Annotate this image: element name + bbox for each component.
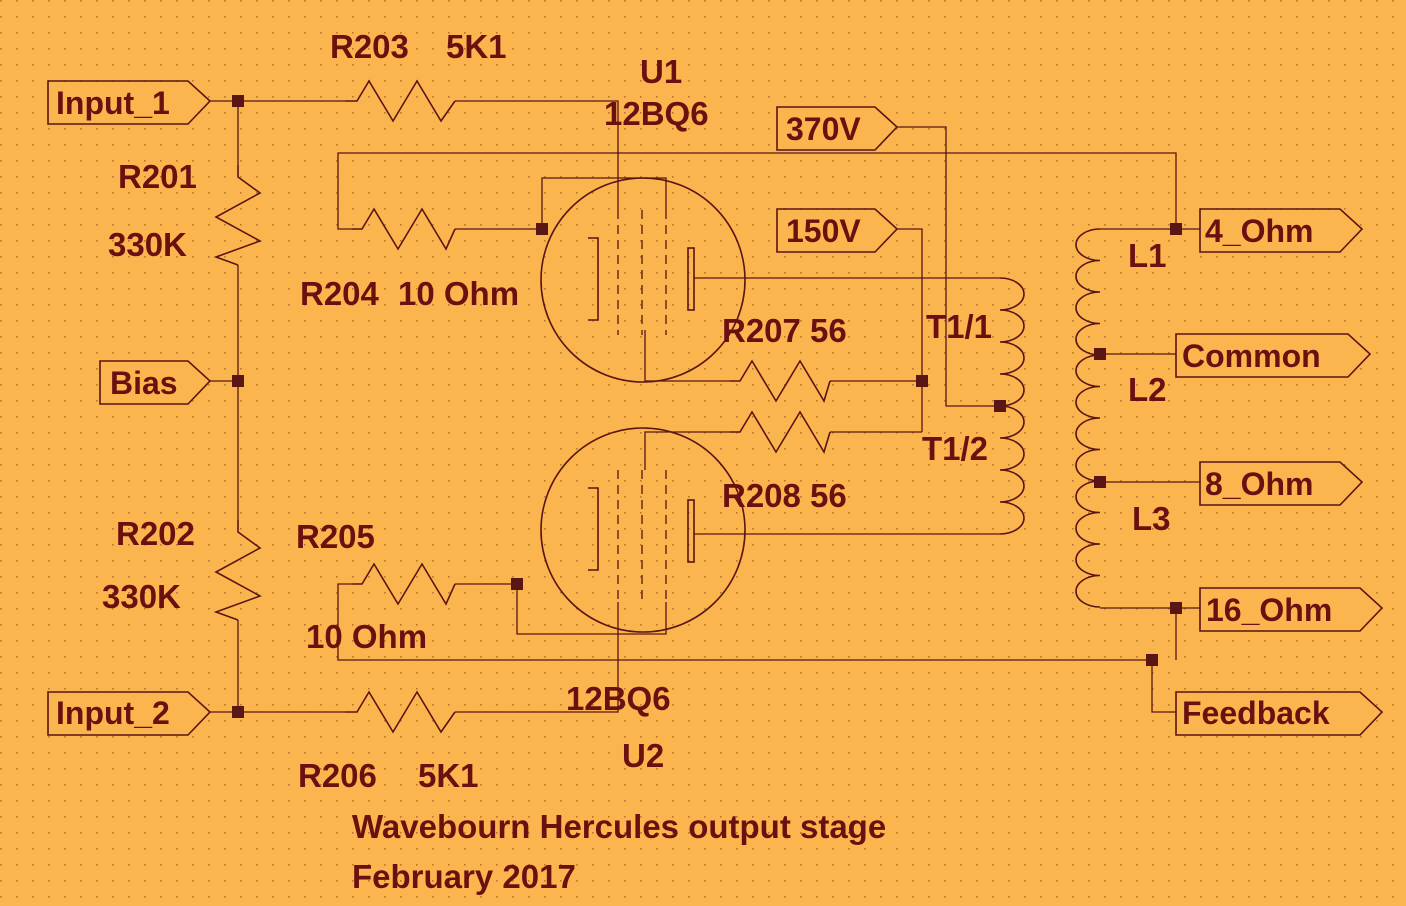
tube-u2: [540, 427, 746, 633]
r201-ref: R201: [118, 158, 197, 195]
resistor-r204: [352, 207, 456, 251]
transformer-secondary: [1075, 228, 1101, 608]
junctions: [232, 95, 1182, 718]
port-input-2-label: Input_2: [56, 695, 170, 731]
r202-ref: R202: [116, 515, 195, 552]
u2-type: 12BQ6: [566, 680, 671, 717]
r204-ref: R204: [300, 275, 380, 312]
port-370v: 370V: [776, 106, 899, 151]
port-16-ohm-label: 16_Ohm: [1206, 592, 1332, 628]
r206-ref: R206: [298, 757, 377, 794]
resistor-r203: [345, 79, 456, 123]
component-labels: R203 5K1 U1 12BQ6 R201 330K R204 10 Ohm …: [102, 28, 1171, 794]
port-common: Common: [1175, 333, 1372, 378]
r205-ref: R205: [296, 518, 375, 555]
r206-value: 5K1: [418, 757, 479, 794]
tube-u1: [540, 177, 746, 383]
port-input-1: Input_1: [47, 80, 212, 125]
r201-value: 330K: [108, 226, 187, 263]
t1-1-label: T1/1: [926, 308, 992, 345]
u2-ref: U2: [622, 737, 664, 774]
u1-type: 12BQ6: [604, 95, 709, 132]
resistor-r207: [730, 359, 831, 403]
u1-ref: U1: [640, 53, 682, 90]
port-4-ohm-label: 4_Ohm: [1205, 213, 1313, 249]
l3-label: L3: [1132, 500, 1171, 537]
resistor-r208: [730, 410, 831, 454]
t1-2-label: T1/2: [922, 430, 988, 467]
port-150v-label: 150V: [786, 213, 861, 249]
port-bias: Bias: [99, 360, 212, 405]
port-bias-label: Bias: [110, 365, 178, 401]
port-370v-label: 370V: [786, 111, 861, 147]
port-8-ohm-label: 8_Ohm: [1205, 466, 1313, 502]
l1-label: L1: [1128, 237, 1167, 274]
port-feedback: Feedback: [1175, 691, 1384, 736]
resistor-r205: [352, 562, 456, 606]
r204-value: 10 Ohm: [398, 275, 519, 312]
resistor-r201: [213, 165, 262, 266]
port-input-2: Input_2: [47, 691, 212, 736]
r203-ref: R203: [330, 28, 409, 65]
resistors: [213, 79, 831, 734]
r208-label: R208 56: [722, 477, 847, 514]
r207-label: R207 56: [722, 312, 847, 349]
port-common-label: Common: [1182, 338, 1321, 374]
port-8-ohm: 8_Ohm: [1199, 461, 1364, 506]
resistor-r206: [345, 690, 456, 734]
r205-value: 10 Ohm: [306, 618, 427, 655]
l2-label: L2: [1128, 371, 1167, 408]
port-feedback-label: Feedback: [1182, 695, 1330, 731]
r202-value: 330K: [102, 578, 181, 615]
port-16-ohm: 16_Ohm: [1199, 587, 1384, 632]
port-150v: 150V: [776, 208, 899, 253]
caption-title: Wavebourn Hercules output stage: [352, 808, 886, 845]
port-4-ohm: 4_Ohm: [1199, 208, 1364, 253]
r203-value: 5K1: [446, 28, 507, 65]
caption-date: February 2017: [352, 858, 576, 895]
port-input-1-label: Input_1: [56, 85, 170, 121]
resistor-r202: [213, 520, 262, 621]
